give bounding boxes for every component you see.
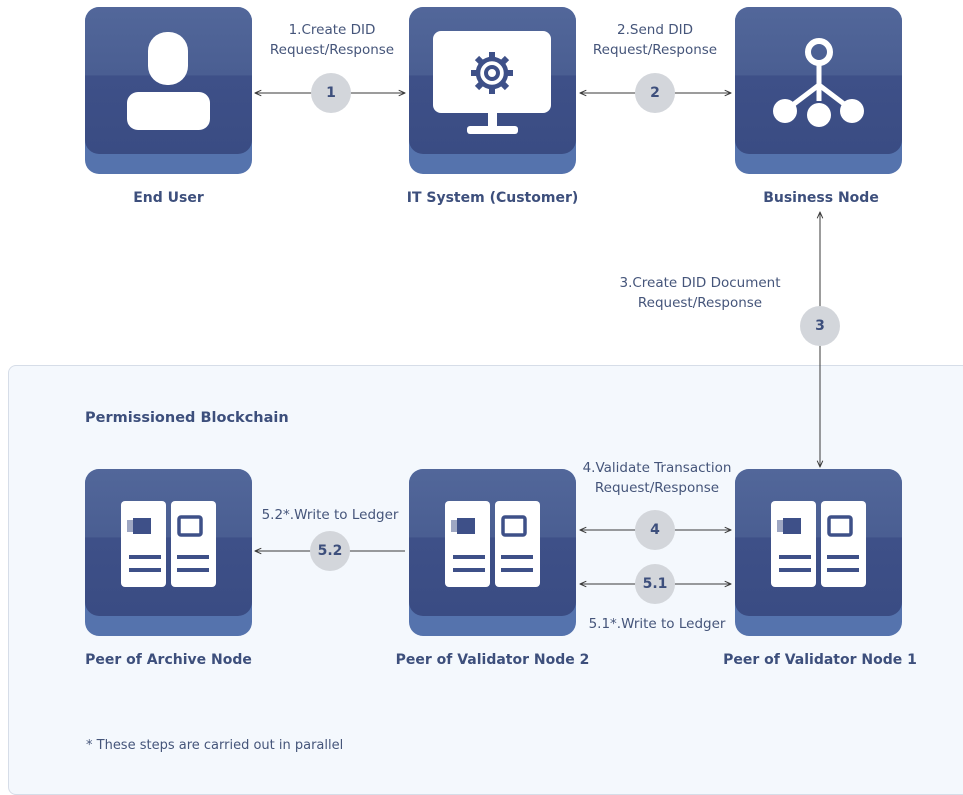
step-2-line1: 2.Send DID xyxy=(617,22,693,38)
step-3-line1: 3.Create DID Document xyxy=(619,275,781,291)
step-1-badge: 1 xyxy=(311,73,351,113)
step-3-badge: 3 xyxy=(800,306,840,346)
step-1-line2: Request/Response xyxy=(269,42,395,58)
step-3-text: 3.Create DID Document Request/Response xyxy=(610,273,790,313)
step-5-2-badge: 5.2 xyxy=(310,531,350,571)
step-5-1-badge: 5.1 xyxy=(635,564,675,604)
end-user-label: End User xyxy=(133,190,204,206)
step-3-line2: Request/Response xyxy=(637,295,763,311)
end-user-node xyxy=(85,7,252,174)
footnote: * These steps are carried out in paralle… xyxy=(86,738,344,753)
step-5-1-text: 5.1*.Write to Ledger xyxy=(588,616,726,632)
step-2-text: 2.Send DID Request/Response xyxy=(580,20,730,60)
step-5-2-text: 5.2*.Write to Ledger xyxy=(261,507,399,523)
server-icon xyxy=(445,501,540,587)
validator-node-1 xyxy=(735,469,902,636)
archive-node-label: Peer of Archive Node xyxy=(85,652,252,668)
it-system-node xyxy=(409,7,576,174)
validator-node-2-label: Peer of Validator Node 2 xyxy=(395,652,590,668)
step-2-line2: Request/Response xyxy=(592,42,718,58)
network-node-icon xyxy=(773,38,864,127)
monitor-gear-icon xyxy=(433,31,551,134)
step-1-text: 1.Create DID Request/Response xyxy=(258,20,406,60)
step-4-badge: 4 xyxy=(635,510,675,550)
validator-node-1-label: Peer of Validator Node 1 xyxy=(723,652,917,668)
validator-node-2 xyxy=(409,469,576,636)
step-4-text: 4.Validate Transaction Request/Response xyxy=(572,458,742,498)
user-icon xyxy=(127,32,210,130)
archive-node xyxy=(85,469,252,636)
business-node xyxy=(735,7,902,174)
step-2-badge: 2 xyxy=(635,73,675,113)
it-system-label: IT System (Customer) xyxy=(406,190,579,206)
server-icon xyxy=(771,501,866,587)
business-node-label: Business Node xyxy=(763,190,879,206)
server-icon xyxy=(121,501,216,587)
step-4-line1: 4.Validate Transaction xyxy=(582,460,732,476)
panel-title: Permissioned Blockchain xyxy=(85,410,289,426)
step-1-line1: 1.Create DID xyxy=(288,22,376,38)
step-4-line2: Request/Response xyxy=(594,480,720,496)
